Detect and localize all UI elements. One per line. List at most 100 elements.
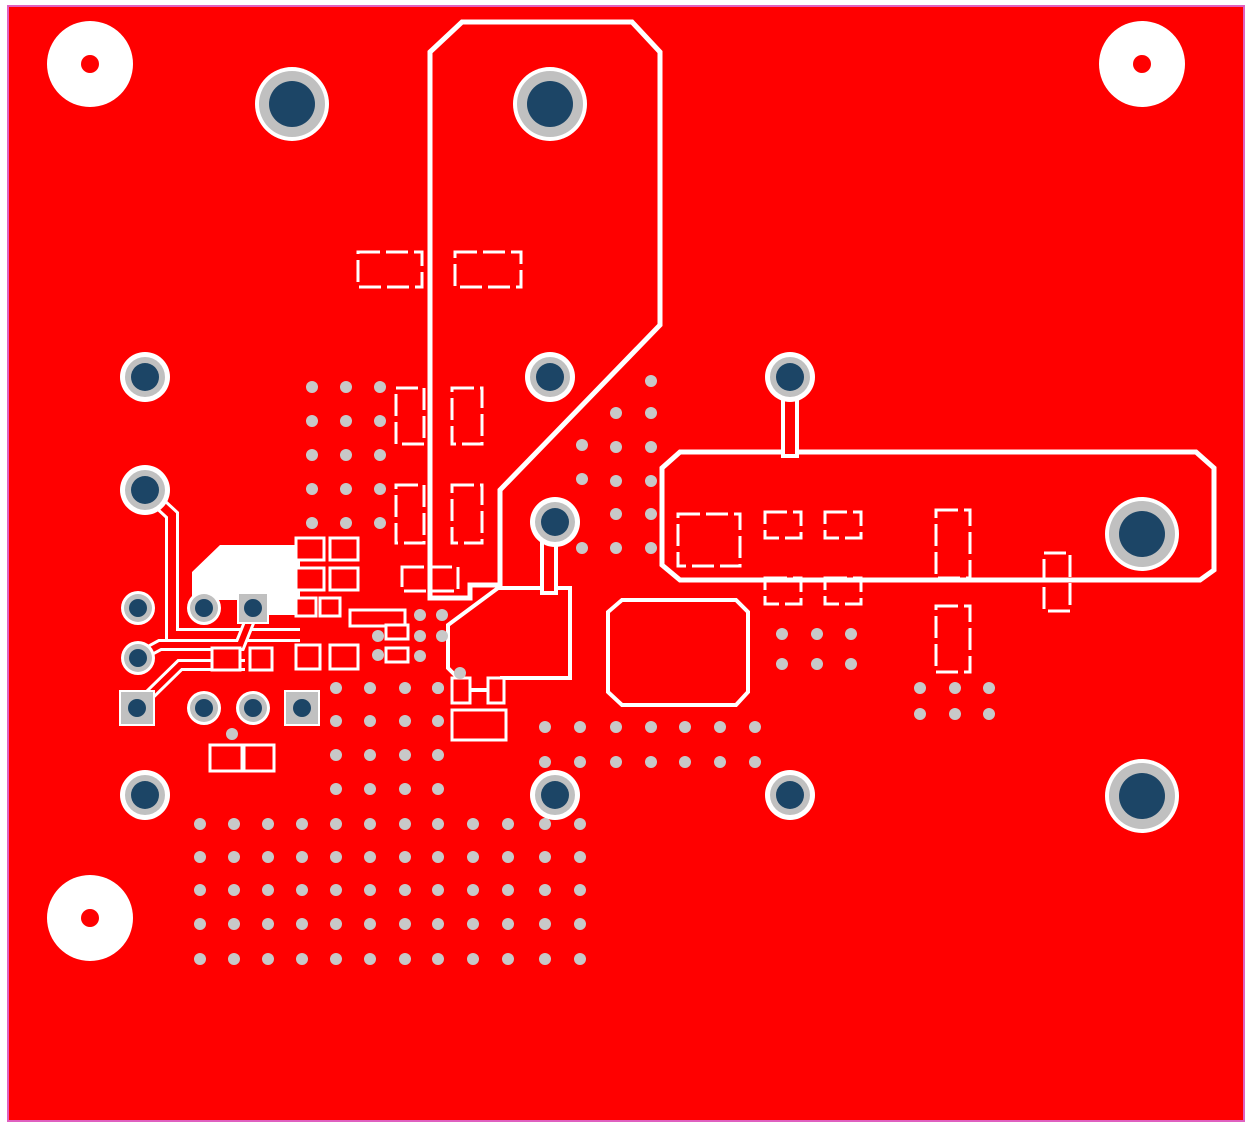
small-via	[645, 407, 657, 419]
small-via	[914, 682, 926, 694]
pad	[294, 566, 326, 592]
small-via	[194, 851, 206, 863]
copper-island-vout	[659, 449, 1217, 583]
small-via	[539, 851, 551, 863]
small-via	[576, 473, 588, 485]
pad	[450, 708, 508, 742]
small-via	[296, 851, 308, 863]
small-via	[539, 953, 551, 965]
small-via	[364, 918, 376, 930]
small-via	[776, 658, 788, 670]
small-via	[983, 708, 995, 720]
small-via	[949, 708, 961, 720]
dashed-footprints	[356, 250, 1072, 674]
pad	[328, 566, 360, 592]
small-via	[502, 818, 514, 830]
small-via	[228, 918, 240, 930]
small-via	[432, 749, 444, 761]
small-via	[467, 918, 479, 930]
small-via	[845, 658, 857, 670]
small-via	[539, 884, 551, 896]
small-via	[576, 439, 588, 451]
small-via	[414, 630, 426, 642]
small-via	[467, 884, 479, 896]
small-via	[262, 918, 274, 930]
small-via	[296, 918, 308, 930]
copper-island-vin	[427, 19, 663, 601]
pad	[318, 596, 342, 618]
small-via	[226, 728, 238, 740]
small-via	[194, 918, 206, 930]
small-via	[432, 884, 444, 896]
small-via	[645, 375, 657, 387]
small-via	[364, 818, 376, 830]
small-via	[749, 756, 761, 768]
pad	[294, 643, 322, 671]
connector-pins	[119, 591, 320, 726]
small-via	[228, 851, 240, 863]
pad	[384, 646, 410, 664]
small-via	[372, 630, 384, 642]
small-via	[296, 884, 308, 896]
small-via	[914, 708, 926, 720]
small-via	[539, 756, 551, 768]
small-via	[306, 415, 318, 427]
small-via	[330, 818, 342, 830]
small-via	[467, 818, 479, 830]
small-via	[228, 884, 240, 896]
small-via	[436, 630, 448, 642]
small-via	[432, 851, 444, 863]
small-via	[340, 381, 352, 393]
pad	[328, 643, 360, 671]
small-via	[364, 783, 376, 795]
pad	[294, 596, 318, 618]
trace	[781, 394, 799, 458]
small-via	[399, 715, 411, 727]
small-via	[645, 721, 657, 733]
small-via	[330, 682, 342, 694]
small-via	[574, 756, 586, 768]
small-via	[364, 953, 376, 965]
small-via	[714, 756, 726, 768]
small-via	[776, 628, 788, 640]
small-via	[811, 628, 823, 640]
small-via	[340, 483, 352, 495]
small-via	[330, 851, 342, 863]
small-via	[296, 818, 308, 830]
pad	[450, 676, 472, 705]
small-via	[610, 407, 622, 419]
small-via	[432, 682, 444, 694]
small-via	[432, 918, 444, 930]
small-via	[645, 542, 657, 554]
small-via	[610, 721, 622, 733]
small-via	[399, 918, 411, 930]
small-via	[364, 715, 376, 727]
small-via	[845, 628, 857, 640]
small-via	[645, 508, 657, 520]
small-via	[330, 783, 342, 795]
pad	[384, 623, 410, 641]
small-via	[467, 953, 479, 965]
small-via	[502, 953, 514, 965]
small-via	[574, 918, 586, 930]
small-via	[574, 721, 586, 733]
small-via	[414, 609, 426, 621]
pad	[242, 743, 276, 773]
small-via	[340, 517, 352, 529]
small-via	[399, 884, 411, 896]
small-via	[414, 650, 426, 662]
small-via	[330, 749, 342, 761]
small-via	[330, 884, 342, 896]
small-via	[306, 449, 318, 461]
small-via	[306, 483, 318, 495]
small-via	[194, 818, 206, 830]
small-via	[811, 658, 823, 670]
small-via	[399, 851, 411, 863]
small-via	[610, 508, 622, 520]
small-via	[262, 884, 274, 896]
pad	[210, 646, 242, 672]
small-via	[574, 818, 586, 830]
small-via	[432, 953, 444, 965]
small-via	[610, 441, 622, 453]
small-via	[262, 953, 274, 965]
